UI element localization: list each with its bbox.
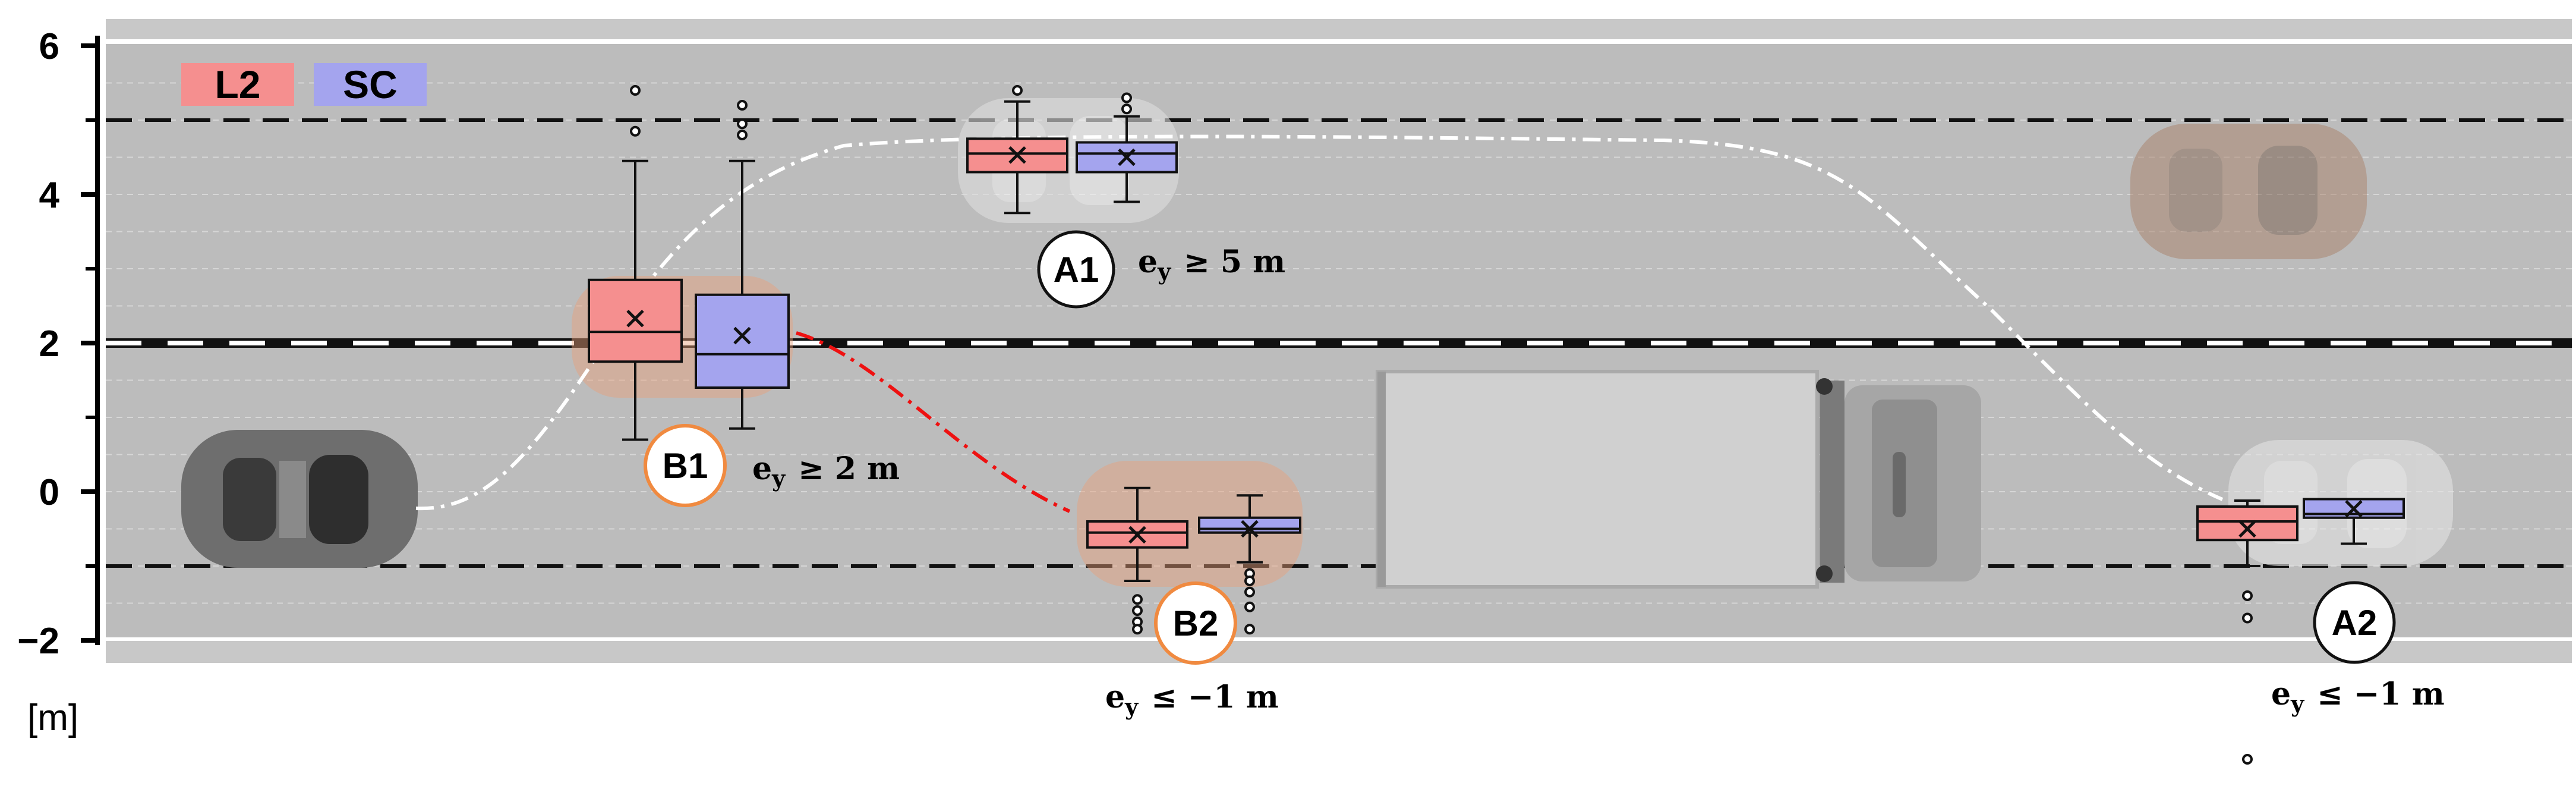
mean-marker	[2345, 499, 2363, 518]
outlier-point	[2242, 754, 2253, 765]
legend-label-l2: L2	[215, 62, 260, 106]
b-path	[796, 331, 1071, 513]
outlier-point	[1132, 605, 1143, 616]
outlier-point	[1132, 624, 1143, 635]
box-b2-sc	[1198, 494, 1301, 635]
badge-b2: B2	[1154, 581, 1237, 665]
legend-swatch-sc	[314, 63, 427, 106]
outlier-point	[1121, 103, 1132, 115]
badge-b2-label: B2	[1173, 603, 1219, 643]
outlier-point	[1012, 85, 1023, 96]
legend: L2 SC	[181, 62, 427, 106]
badge-b1-label: B1	[663, 446, 708, 486]
box-a1-l2	[966, 85, 1068, 215]
lane-lines	[106, 118, 2572, 568]
condition-a2: ey≤ −1 m	[2271, 676, 2445, 717]
mean-marker	[1118, 148, 1136, 166]
box-b2-l2	[1086, 486, 1188, 635]
truck-icon	[1376, 370, 1981, 589]
badge-a1: A1	[1037, 230, 1115, 309]
badge-a1-label: A1	[1054, 250, 1099, 290]
badge-a2: A2	[2313, 581, 2396, 664]
ego-path	[415, 134, 2224, 511]
outlier-point	[1244, 586, 1255, 598]
outlier-point	[1244, 576, 1255, 586]
box-iqr	[695, 293, 790, 389]
y-tick-label: 4	[39, 175, 60, 216]
box-a2-l2	[2196, 499, 2298, 765]
y-tick-label: 0	[39, 472, 59, 513]
box-a1-sc	[1076, 92, 1178, 203]
mean-marker	[2238, 520, 2256, 538]
outlier-point	[737, 118, 748, 130]
outlier-point	[1132, 594, 1143, 605]
box-b1-sc	[695, 100, 790, 430]
legend-label-sc: SC	[343, 62, 398, 106]
mean-marker	[1128, 526, 1146, 544]
condition-b2: ey≤ −1 m	[1105, 679, 1279, 720]
outlier-point	[1244, 624, 1255, 635]
outlier-point	[1244, 601, 1255, 612]
mean-marker	[626, 309, 644, 328]
conditions: ey≥ 5 m ey≥ 2 m ey≤ −1 m ey≤ −1 m	[752, 244, 2445, 720]
road-edge-bottom	[106, 637, 2572, 641]
ego-car-icon	[181, 430, 418, 568]
outlier-point	[2242, 612, 2253, 624]
group-badges: A1 B1 B2 A2	[644, 230, 2396, 665]
outlier-point	[630, 125, 641, 137]
y-tick-label: 6	[39, 26, 59, 67]
road-edge-top	[106, 39, 2572, 44]
box-a2-sc	[2303, 498, 2405, 545]
y-ticks: 6 4 2 0 −2	[17, 26, 97, 662]
box-plots	[588, 85, 2405, 765]
badge-a2-label: A2	[2332, 603, 2378, 643]
box-b1-l2	[588, 85, 683, 441]
car-ahead-icon	[2130, 124, 2367, 259]
outlier-point	[1121, 92, 1132, 103]
y-tick-label: 2	[39, 323, 59, 364]
outlier-point	[737, 100, 748, 111]
y-unit-label: [m]	[27, 697, 78, 738]
car-b2-icon	[1077, 461, 1303, 587]
mean-marker	[1241, 520, 1259, 538]
y-axis: 6 4 2 0 −2	[17, 26, 100, 662]
condition-b1: ey≥ 2 m	[752, 451, 900, 492]
box-iqr	[588, 278, 683, 363]
trajectories	[415, 134, 2224, 513]
badge-b1: B1	[644, 424, 727, 507]
mean-marker	[1008, 146, 1026, 164]
box-iqr	[2196, 505, 2298, 542]
legend-swatch-l2	[181, 63, 294, 106]
y-tick-label: −2	[17, 621, 59, 662]
mean-marker	[733, 326, 751, 345]
outlier-point	[630, 85, 641, 96]
condition-a1: ey≥ 5 m	[1138, 244, 1285, 285]
outlier-point	[737, 130, 748, 140]
outlier-point	[2242, 590, 2253, 601]
